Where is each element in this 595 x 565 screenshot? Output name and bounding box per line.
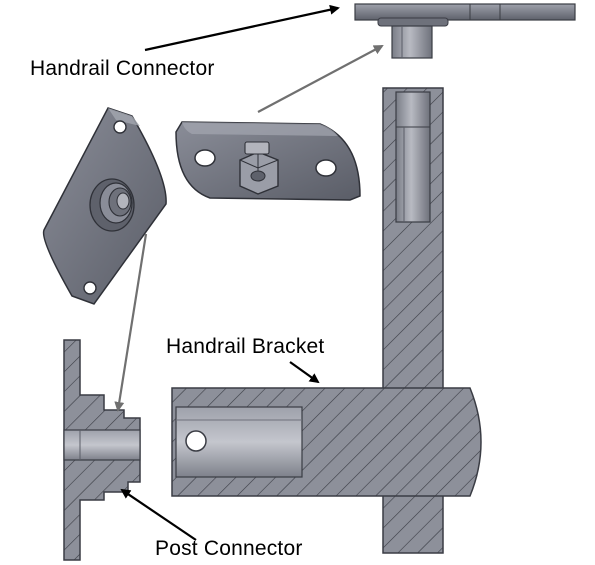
arrow-plate-to-top [257, 45, 384, 113]
handrail-connector-plate [175, 121, 361, 201]
arrow-flange-to-post [114, 233, 148, 412]
post-connector-bore [63, 429, 141, 461]
top-plate [354, 3, 576, 21]
post-connector-section [63, 339, 141, 561]
flange-hole-bottom [83, 281, 97, 295]
handrail-connector-section [354, 3, 576, 59]
handrail-bracket [171, 87, 482, 554]
plate-hole-left [194, 149, 216, 167]
arrow-handrail-bracket [289, 361, 320, 384]
label-post-connector: Post Connector [155, 537, 303, 560]
post-connector-flange [42, 107, 167, 305]
annotation-arrows [114, 4, 384, 541]
bracket-vertical-bore [395, 91, 431, 223]
top-boss [377, 17, 449, 27]
arrow-handrail-connector [144, 4, 340, 52]
arrow-post-connector [120, 488, 197, 541]
plate-hole-right [315, 159, 337, 177]
label-handrail-connector: Handrail Connector [30, 57, 215, 80]
label-handrail-bracket: Handrail Bracket [166, 335, 325, 358]
set-screw-hole [185, 430, 207, 452]
flange-hole-top [113, 120, 127, 134]
top-stem [391, 25, 433, 59]
